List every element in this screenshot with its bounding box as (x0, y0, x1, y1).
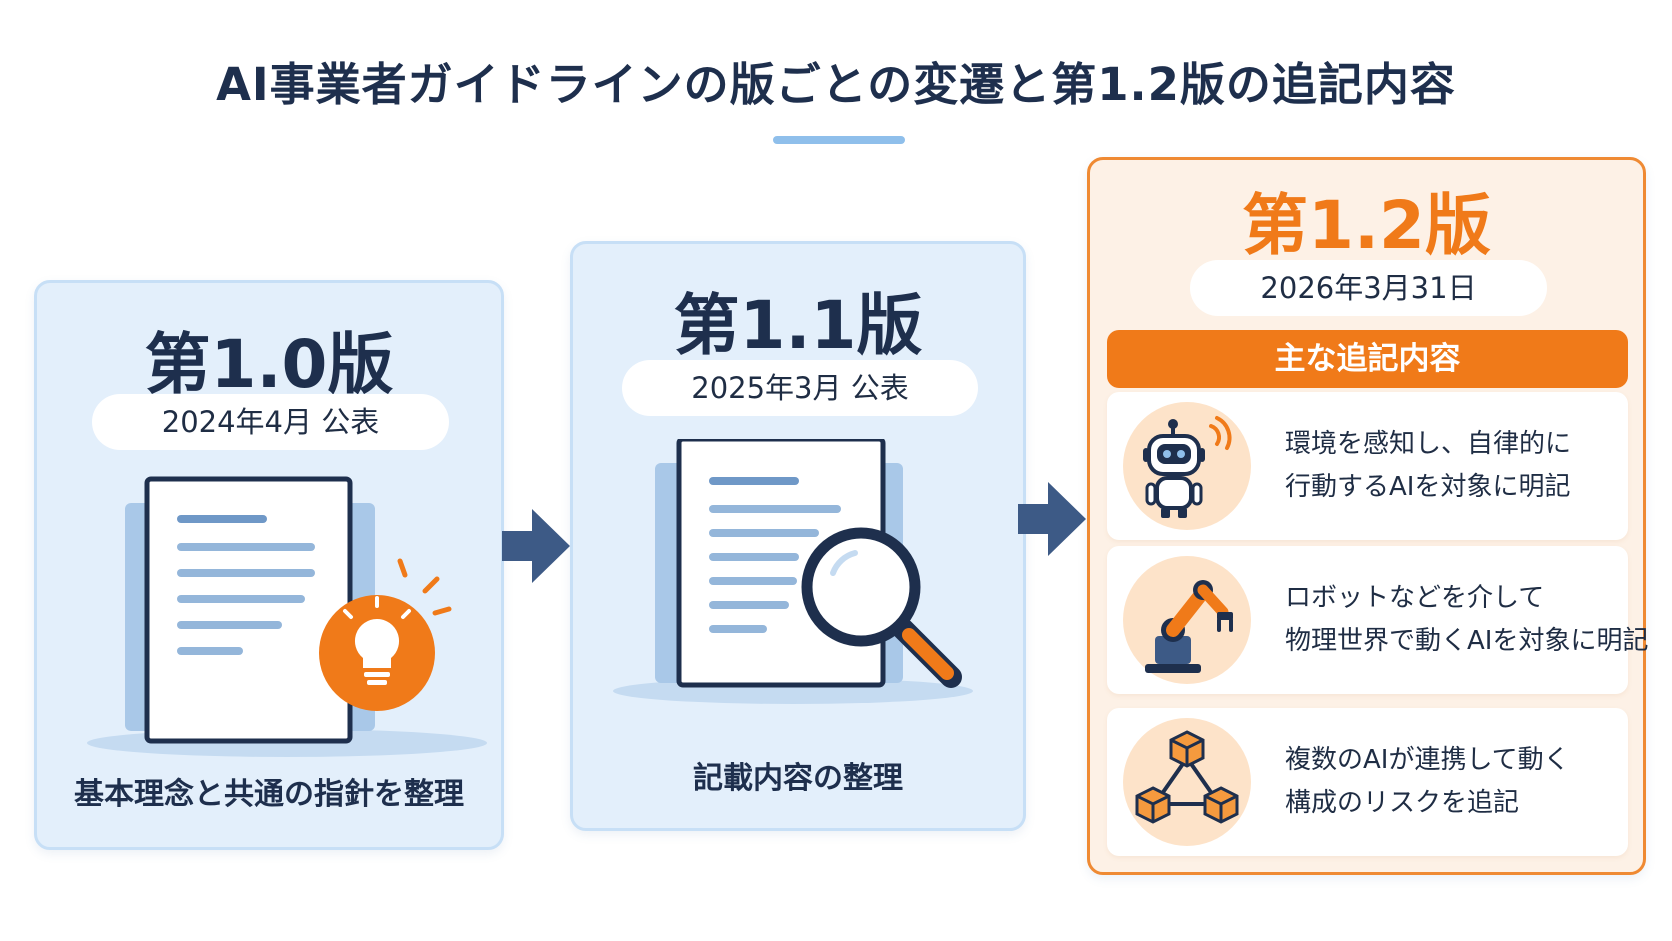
version-label: 第1.0版 (144, 326, 394, 403)
version-label: 第1.2版 (1242, 187, 1491, 264)
version-card-1-2: 第1.2版 2026年3月31日 主な追記内容 (1087, 157, 1649, 875)
publication-date: 2024年4月 公表 (92, 394, 449, 450)
addition-line: 構成のリスクを追記 (1285, 788, 1520, 818)
arrow-right-icon (502, 505, 572, 587)
version-label: 第1.1版 (673, 287, 923, 364)
version-caption: 基本理念と共通の指針を整理 (74, 777, 464, 812)
addition-item: 環境を感知し、自律的に 行動するAIを対象に明記 (1107, 392, 1628, 540)
title-underline (773, 136, 905, 144)
robot-arm-icon (1123, 556, 1251, 684)
arrow-right-icon (1018, 478, 1088, 560)
addition-item: 複数のAIが連携して動く 構成のリスクを追記 (1107, 708, 1628, 856)
publication-date: 2026年3月31日 (1190, 260, 1547, 316)
addition-line: ロボットなどを介して (1285, 583, 1545, 613)
addition-item: ロボットなどを介して 物理世界で動くAIを対象に明記 (1107, 546, 1649, 694)
version-card-1-0: 第1.0版 2024年4月 公表 基本理念と共通の指針を整理 (34, 280, 504, 850)
addition-line: 物理世界で動くAIを対象に明記 (1285, 626, 1649, 656)
connected-cubes-icon (1123, 718, 1251, 846)
addition-line: 複数のAIが連携して動く (1285, 745, 1570, 775)
addition-text: ロボットなどを介して 物理世界で動くAIを対象に明記 (1285, 546, 1649, 694)
version-card-1-1: 第1.1版 2025年3月 公表 記載内容の整理 (570, 241, 1026, 831)
document-magnifier-icon (613, 436, 993, 729)
addition-line: 環境を感知し、自律的に (1285, 429, 1572, 459)
additions-header: 主な追記内容 (1107, 330, 1628, 388)
addition-text: 環境を感知し、自律的に 行動するAIを対象に明記 (1285, 392, 1628, 540)
publication-date: 2025年3月 公表 (622, 360, 978, 416)
robot-icon (1123, 402, 1251, 530)
addition-line: 行動するAIを対象に明記 (1285, 472, 1571, 502)
addition-text: 複数のAIが連携して動く 構成のリスクを追記 (1285, 708, 1628, 856)
page-title: AI事業者ガイドラインの版ごとの変遷と第1.2版の追記内容 (216, 58, 1456, 111)
version-caption: 記載内容の整理 (693, 761, 903, 796)
document-lightbulb-icon (87, 473, 487, 763)
